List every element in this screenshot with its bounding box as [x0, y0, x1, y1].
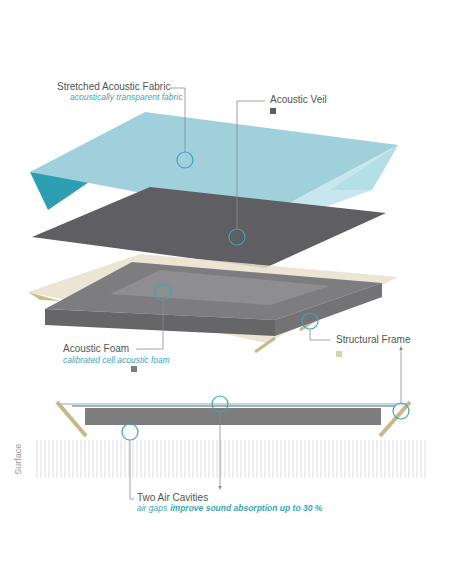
part-name: Acoustic Veil [270, 94, 327, 106]
part-name: Acoustic Foam [63, 343, 129, 355]
color-square [131, 366, 137, 372]
surface-label: Surface [13, 443, 23, 474]
part-note: acoustically transparent fabric [70, 93, 182, 103]
part-note-emphasis: improve sound absorption up to 30 % [170, 504, 322, 514]
leader-lines [130, 88, 401, 499]
cross-section [35, 402, 427, 478]
part-name: Stretched Acoustic Fabric [57, 81, 170, 93]
part-name: Structural Frame [336, 334, 410, 346]
color-square [336, 351, 342, 357]
part-note: air gaps [137, 504, 167, 514]
veil-layer [32, 187, 386, 268]
callout-circles [122, 152, 409, 440]
color-square [270, 108, 276, 114]
part-name: Two Air Cavities [137, 492, 208, 504]
part-note: calibrated cell acoustic foam [63, 356, 170, 366]
